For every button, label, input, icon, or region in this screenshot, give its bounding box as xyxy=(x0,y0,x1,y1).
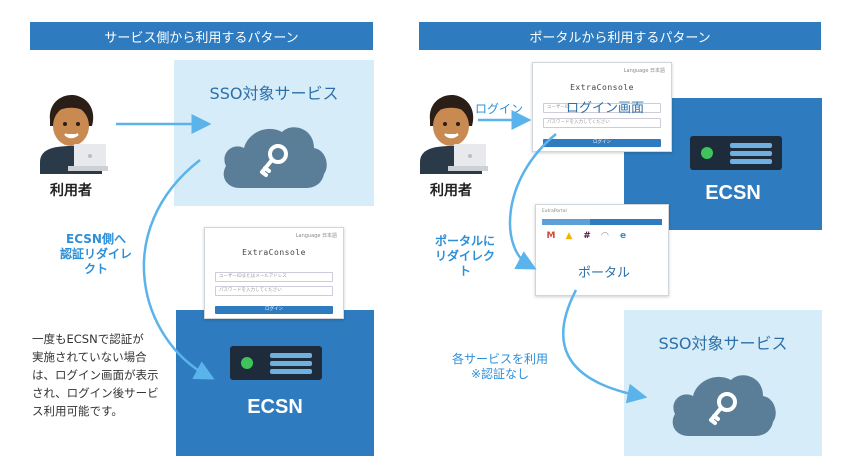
right-user-label: 利用者 xyxy=(430,183,472,199)
user-id-input[interactable]: ユーザーID xyxy=(543,103,661,113)
drive-icon[interactable]: ▲ xyxy=(565,231,573,241)
left-redirect-text: ECSN側へ 認証リダイレクト xyxy=(56,232,136,277)
service-use-line-1: 各サービスを利用 xyxy=(451,352,548,366)
left-redirect-line-1: ECSN側へ xyxy=(66,232,126,246)
language-selector[interactable]: Language 日本語 xyxy=(623,68,665,74)
server-icon xyxy=(690,136,782,170)
right-ecsn-label: ECSN xyxy=(705,182,761,204)
server-icon xyxy=(230,346,322,380)
user-avatar-icon xyxy=(420,95,488,174)
left-sso-to-ecsn-arrow xyxy=(142,159,215,380)
language-selector[interactable]: Language 日本語 xyxy=(295,233,337,239)
login-button[interactable]: ログイン xyxy=(543,139,661,147)
right-portal-to-sso-arrow xyxy=(562,289,648,404)
note-line-1: 一度もECSNで認証が xyxy=(32,332,144,346)
note-line-3: は、ログイン画面が表示 xyxy=(32,368,159,382)
portal-topbar: ExtraPortal xyxy=(542,209,567,214)
service-use-line-2: ※認証なし xyxy=(470,367,530,381)
right-login-to-portal-arrow xyxy=(508,133,557,270)
right-sso-title: SSO対象サービス xyxy=(658,334,788,353)
left-redirect-line-2: 認証リダイレクト xyxy=(59,247,132,276)
service-use-text: 各サービスを利用 ※認証なし xyxy=(440,352,560,382)
login-screen-caption: ログイン画面 xyxy=(566,101,645,116)
left-login-screen: Language 日本語 ExtraConsole ユーザーIDまたはメールアド… xyxy=(204,227,344,319)
cloud-key-icon xyxy=(223,127,327,188)
right-login-screen: Language 日本語 ExtraConsole ユーザーID パスワードを入… xyxy=(532,62,672,152)
password-input[interactable]: パスワードを入力してください xyxy=(543,118,661,128)
note-line-4: され、ログイン後サービ xyxy=(32,386,159,400)
extraconsole-logo: ExtraConsole xyxy=(242,248,306,257)
note-line-2: 実施されていない場合 xyxy=(32,350,147,364)
portal-tab-bar xyxy=(542,219,662,225)
right-pattern-header: ポータルから利用するパターン xyxy=(419,22,821,50)
slack-icon[interactable]: # xyxy=(583,231,591,241)
left-ecsn-box: ECSN xyxy=(176,310,374,456)
user-id-input[interactable]: ユーザーIDまたはメールアドレス xyxy=(215,272,333,282)
extraconsole-logo: ExtraConsole xyxy=(570,83,634,92)
app-icon[interactable]: ◠ xyxy=(601,231,609,241)
password-input[interactable]: パスワードを入力してください xyxy=(215,286,333,296)
browser-icon[interactable]: e xyxy=(619,231,627,241)
login-button[interactable]: ログイン xyxy=(215,306,333,314)
portal-redirect-text: ポータルに リダイレクト xyxy=(430,234,500,279)
left-ecsn-label: ECSN xyxy=(247,396,303,418)
portal-app-icons: M ▲ # ◠ e xyxy=(546,231,628,241)
left-sso-title: SSO対象サービス xyxy=(209,84,339,103)
portal-screen: ExtraPortal M ▲ # ◠ e xyxy=(535,204,669,296)
left-user-label: 利用者 xyxy=(50,183,92,199)
user-avatar-icon xyxy=(40,95,108,174)
left-pattern-header: サービス側から利用するパターン xyxy=(30,22,373,50)
login-arrow-label: ログイン xyxy=(475,102,524,116)
right-sso-service-box: SSO対象サービス xyxy=(624,310,822,456)
portal-caption: ポータル xyxy=(578,266,631,281)
portal-redirect-line-2: リダイレクト xyxy=(434,249,495,278)
gmail-icon[interactable]: M xyxy=(546,231,556,241)
portal-redirect-line-1: ポータルに xyxy=(434,234,495,248)
cloud-key-icon xyxy=(672,375,776,436)
note-line-5: ス利用可能です。 xyxy=(32,404,123,418)
left-note: 一度もECSNで認証が 実施されていない場合 は、ログイン画面が表示 され、ログ… xyxy=(32,330,162,420)
